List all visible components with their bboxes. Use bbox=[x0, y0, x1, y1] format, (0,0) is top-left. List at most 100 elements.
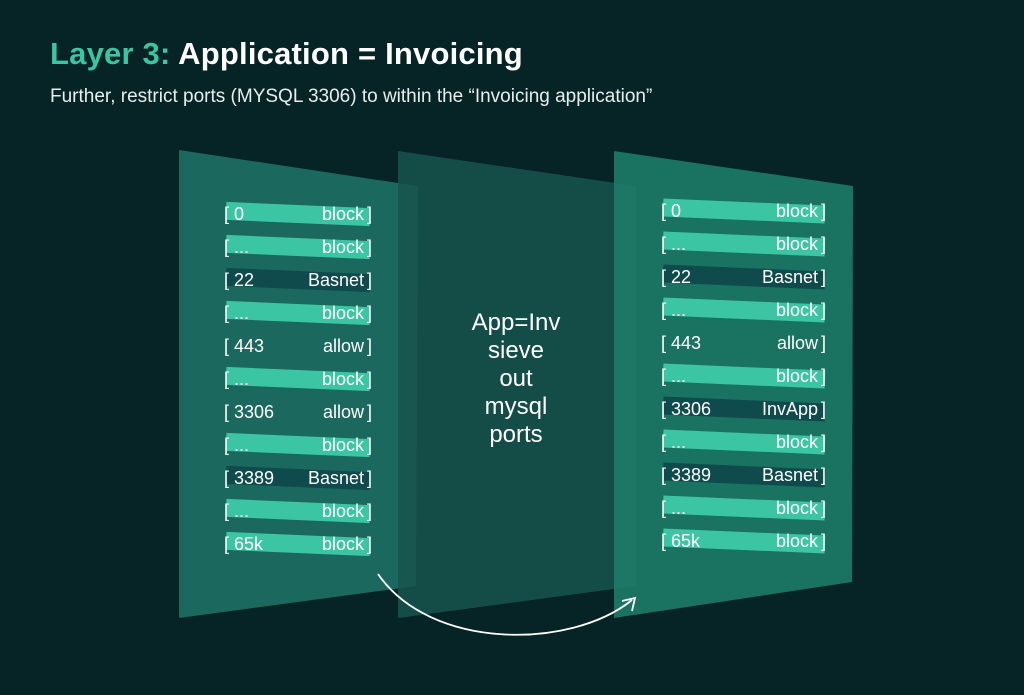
rule-action: block bbox=[776, 234, 819, 254]
rule-row: [...block] bbox=[224, 300, 372, 326]
port-number: ... bbox=[234, 237, 249, 257]
rule-row: [...block] bbox=[661, 495, 826, 521]
bracket-open: [ bbox=[661, 366, 666, 386]
flow-arrow bbox=[377, 573, 633, 636]
port-number: ... bbox=[671, 366, 686, 386]
port-number: 0 bbox=[671, 201, 681, 221]
bracket-close: ] bbox=[821, 432, 826, 452]
bracket-open: [ bbox=[661, 432, 666, 452]
port-number: 65k bbox=[234, 534, 264, 554]
port-number: 0 bbox=[234, 204, 244, 224]
rule-action: allow bbox=[323, 402, 365, 422]
bracket-open: [ bbox=[224, 270, 229, 290]
rule-action: Basnet bbox=[762, 267, 818, 287]
bracket-open: [ bbox=[661, 333, 666, 353]
bracket-open: [ bbox=[224, 501, 229, 521]
rule-action: block bbox=[776, 366, 819, 386]
port-number: 22 bbox=[671, 267, 691, 287]
block-bar bbox=[225, 234, 371, 260]
rule-row: [65k block] bbox=[661, 528, 826, 554]
port-number: ... bbox=[234, 435, 249, 455]
arrowhead-icon bbox=[621, 596, 637, 612]
bracket-close: ] bbox=[821, 333, 826, 353]
port-number: 3389 bbox=[234, 468, 274, 488]
rule-action: Basnet bbox=[308, 468, 364, 488]
block-bar bbox=[662, 528, 826, 554]
highlight-bar bbox=[662, 462, 826, 488]
rule-action: block bbox=[322, 303, 365, 323]
block-bar bbox=[225, 366, 371, 392]
rule-action: block bbox=[776, 432, 819, 452]
bracket-open: [ bbox=[224, 369, 229, 389]
block-bar bbox=[225, 300, 371, 326]
block-bar bbox=[662, 495, 826, 521]
rule-action: InvApp bbox=[762, 399, 818, 419]
bracket-close: ] bbox=[821, 465, 826, 485]
bracket-close: ] bbox=[367, 402, 372, 422]
bracket-close: ] bbox=[367, 204, 372, 224]
rule-action: block bbox=[776, 201, 819, 221]
bracket-close: ] bbox=[821, 366, 826, 386]
port-number: ... bbox=[671, 498, 686, 518]
bracket-open: [ bbox=[661, 531, 666, 551]
rule-row: [...block] bbox=[224, 234, 372, 260]
subtitle: Further, restrict ports (MYSQL 3306) to … bbox=[50, 86, 653, 107]
bracket-open: [ bbox=[224, 435, 229, 455]
bracket-open: [ bbox=[661, 465, 666, 485]
rule-action: Basnet bbox=[308, 270, 364, 290]
rule-action: block bbox=[322, 501, 365, 521]
block-bar bbox=[225, 531, 371, 557]
bracket-close: ] bbox=[821, 267, 826, 287]
right-rule-list: [0 block] [... block] [22 Basnet] [... block] [4… bbox=[661, 198, 826, 554]
rule-action: allow bbox=[323, 336, 365, 356]
bracket-open: [ bbox=[224, 237, 229, 257]
rule-action: block bbox=[322, 534, 365, 554]
bracket-close: ] bbox=[367, 435, 372, 455]
rule-action: block bbox=[322, 369, 365, 389]
bracket-close: ] bbox=[367, 501, 372, 521]
bracket-close: ] bbox=[821, 531, 826, 551]
page-title: Layer 3: Application = Invoicing bbox=[50, 36, 523, 72]
bracket-open: [ bbox=[661, 234, 666, 254]
bracket-open: [ bbox=[661, 201, 666, 221]
middle-caption-line: out bbox=[499, 365, 533, 392]
bracket-close: ] bbox=[367, 534, 372, 554]
rule-action: allow bbox=[777, 333, 819, 353]
bracket-close: ] bbox=[821, 300, 826, 320]
port-number: 443 bbox=[671, 333, 701, 353]
rule-action: block bbox=[776, 498, 819, 518]
rule-action: block bbox=[322, 204, 365, 224]
port-number: ... bbox=[671, 300, 686, 320]
block-bar bbox=[225, 432, 371, 458]
bracket-open: [ bbox=[224, 402, 229, 422]
block-bar bbox=[662, 297, 826, 323]
rule-action: block bbox=[776, 300, 819, 320]
block-bar bbox=[662, 198, 826, 224]
port-number: 3306 bbox=[671, 399, 711, 419]
block-bar bbox=[225, 201, 371, 227]
rule-row: [22 Basnet] bbox=[661, 264, 826, 290]
port-number: 65k bbox=[671, 531, 701, 551]
bracket-close: ] bbox=[367, 369, 372, 389]
bracket-open: [ bbox=[661, 498, 666, 518]
bracket-close: ] bbox=[821, 234, 826, 254]
bracket-close: ] bbox=[367, 303, 372, 323]
rule-action: block bbox=[776, 531, 819, 551]
bracket-close: ] bbox=[367, 336, 372, 356]
rule-row: [... block] bbox=[661, 231, 826, 257]
middle-caption-line: App=Inv bbox=[472, 309, 561, 336]
layer-label: Layer 3: bbox=[50, 36, 171, 71]
middle-caption-line: ports bbox=[489, 421, 542, 448]
port-number: ... bbox=[671, 234, 686, 254]
bracket-open: [ bbox=[661, 267, 666, 287]
block-bar bbox=[662, 363, 826, 389]
port-number: 22 bbox=[234, 270, 254, 290]
port-number: ... bbox=[234, 369, 249, 389]
highlight-bar bbox=[662, 264, 826, 290]
middle-caption-line: mysql bbox=[485, 393, 548, 420]
